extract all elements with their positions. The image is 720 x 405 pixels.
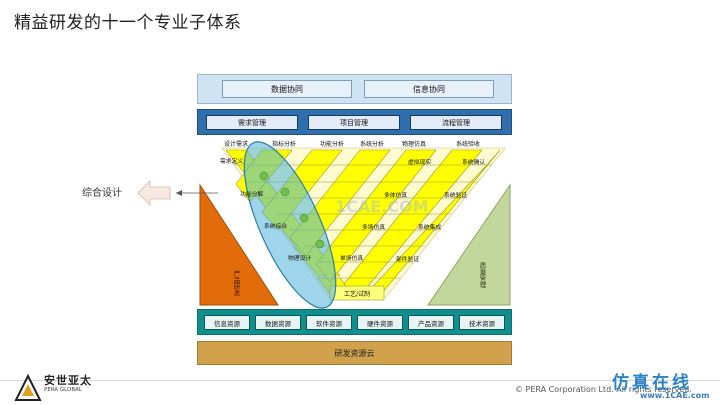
management-band: 需求管理 项目管理 流程管理 [197,109,512,135]
left-triangle [199,183,279,306]
v-label: 指标分析 [272,140,296,148]
top-row-labels: 设计需求 指标分析 功能分析 系统分析 物理仿真 系统验收 [224,140,480,148]
v-label: 系统验证 [444,191,467,199]
v-label: 虚拟现实 [408,158,431,166]
left-arrow-shape [137,180,171,206]
right-arm-labels: 虚拟现实 多体仿真 系统验证 多场仿真 系统集成 部件验证 系统确认 [362,158,485,263]
v-label: 系统集成 [418,223,441,231]
project-mgmt-box: 项目管理 [308,115,400,130]
copyright-text: © PERA Corporation Ltd. All rights reser… [515,385,692,394]
info-collaboration-box: 信息协同 [364,80,494,98]
v-label: 部件验证 [396,255,419,263]
tech-resource-box: 技术资源 [459,315,505,330]
arrow-head [176,190,182,196]
process-mgmt-box: 流程管理 [410,115,502,130]
hardware-resource-box: 硬件资源 [357,315,403,330]
process-trial-label: 工艺/试制 [344,290,370,298]
left-triangle-label: 产品研发 [232,269,240,298]
integrated-design-label: 综合设计 [82,188,122,199]
v-label: 功能分析 [320,140,344,148]
watermark-text: 1CAE.COM [335,197,429,216]
v-label: 功能分解 [240,190,263,198]
v-label: 物理设计 [288,254,311,262]
data-collaboration-box: 数据协同 [222,80,352,98]
v-label: 单场仿真 [340,254,363,262]
left-arm-labels: 需求定义 功能分解 系统综合 物理设计 单场仿真 [220,157,363,262]
marker-dot [259,171,269,181]
requirement-mgmt-box: 需求管理 [206,115,298,130]
logo-mark-icon [14,374,42,401]
resource-band: 信息资源 数据资源 软件资源 硬件资源 产品资源 技术资源 [197,309,512,335]
v-label: 设计需求 [224,140,248,148]
rd-resource-cloud: 研发资源云 [197,341,512,365]
marker-dot [315,239,325,249]
product-resource-box: 产品资源 [408,315,454,330]
v-label: 多场仿真 [362,223,385,231]
v-label: 系统分析 [360,140,384,148]
marker-dot [299,213,309,223]
logo-text: 安世亚太 [44,374,92,387]
v-label: 系统确认 [462,158,485,166]
v-label: 系统综合 [264,222,287,230]
site-watermark-cn: 仿真在线 [612,373,692,393]
design-ellipse [243,141,337,309]
collaboration-band: 数据协同 信息协同 [197,74,512,104]
page-title: 精益研发的十一个专业子体系 [14,13,242,33]
v-label: 系统验收 [456,140,480,148]
ellipse-markers [259,171,325,249]
software-resource-box: 软件资源 [306,315,352,330]
v-label: 需求定义 [220,157,243,165]
v-label: 多体仿真 [384,191,407,199]
v-label: 物理仿真 [402,140,426,148]
info-resource-box: 信息资源 [204,315,250,330]
marker-dot [280,187,290,197]
logo-subtext: PERA GLOBAL [44,387,82,393]
footer-divider [0,380,720,381]
company-logo: 安世亚太 PERA GLOBAL [14,372,109,404]
right-triangle-label: 质量管理 [478,261,486,289]
data-resource-box: 数据资源 [255,315,301,330]
site-watermark-en: www.1CAE.com [640,391,710,400]
right-triangle [427,183,511,306]
